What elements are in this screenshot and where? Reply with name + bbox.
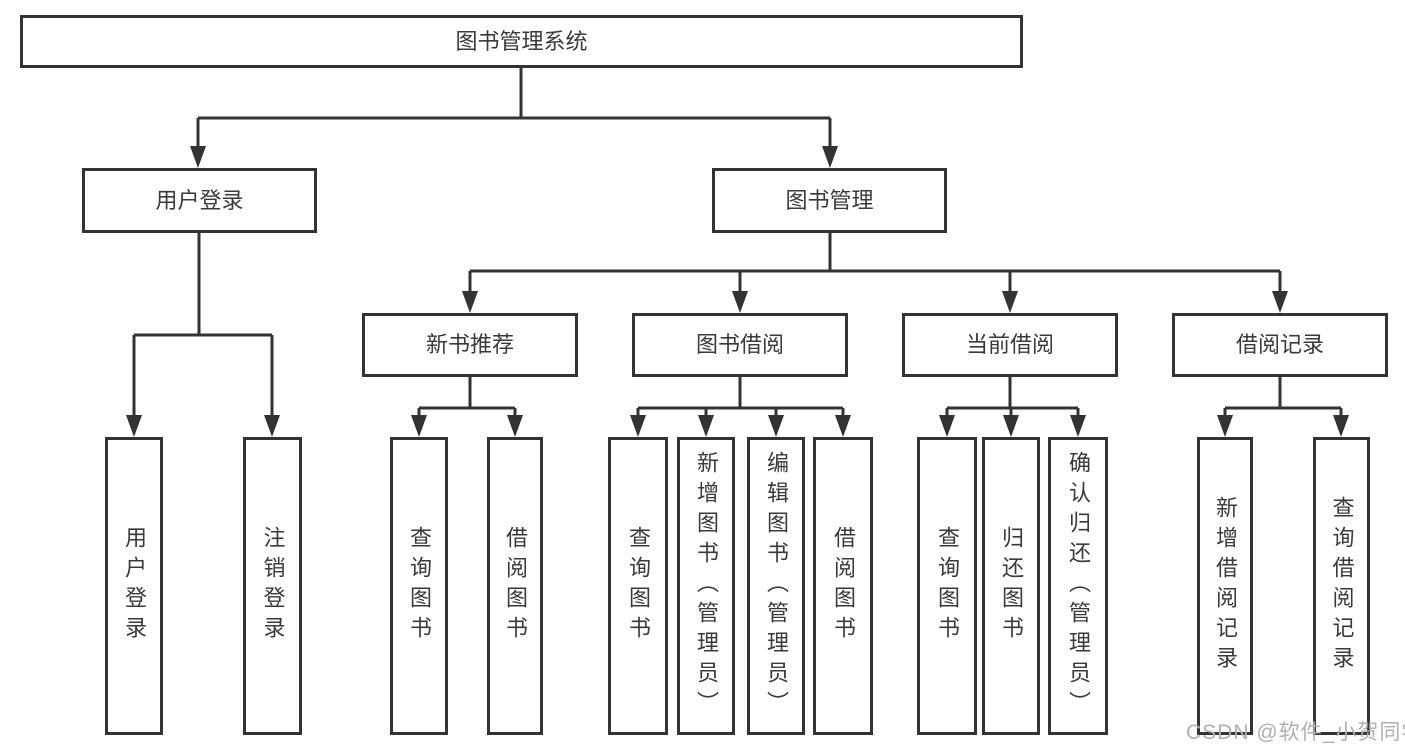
leaf-edit-book-admin: 编辑图书（管理员） [747, 437, 805, 735]
leaf-query-books-current: 查询图书 [917, 437, 977, 735]
leaf-logout: 注销登录 [243, 437, 302, 735]
node-book-management: 图书管理 [712, 168, 947, 233]
node-borrow-records: 借阅记录 [1172, 313, 1388, 377]
leaf-query-books-recommend: 查询图书 [390, 437, 448, 735]
node-book-borrow: 图书借阅 [632, 313, 848, 377]
node-root: 图书管理系统 [20, 15, 1023, 68]
leaf-query-borrow-record: 查询借阅记录 [1313, 437, 1370, 735]
leaf-query-books-borrow: 查询图书 [608, 437, 668, 735]
leaf-user-login: 用户登录 [105, 437, 163, 735]
leaf-borrow-books: 借阅图书 [813, 437, 873, 735]
node-new-book-recommend: 新书推荐 [362, 313, 578, 377]
node-current-borrow: 当前借阅 [902, 313, 1118, 377]
leaf-confirm-return-admin: 确认归还（管理员） [1048, 437, 1108, 735]
leaf-borrow-books-recommend: 借阅图书 [487, 437, 543, 735]
leaf-add-borrow-record: 新增借阅记录 [1197, 437, 1253, 735]
leaf-add-book-admin: 新增图书（管理员） [677, 437, 735, 735]
node-user-login: 用户登录 [82, 168, 317, 233]
leaf-return-book: 归还图书 [982, 437, 1040, 735]
watermark: CSDN @软件_小贺同学 [1186, 721, 1405, 744]
